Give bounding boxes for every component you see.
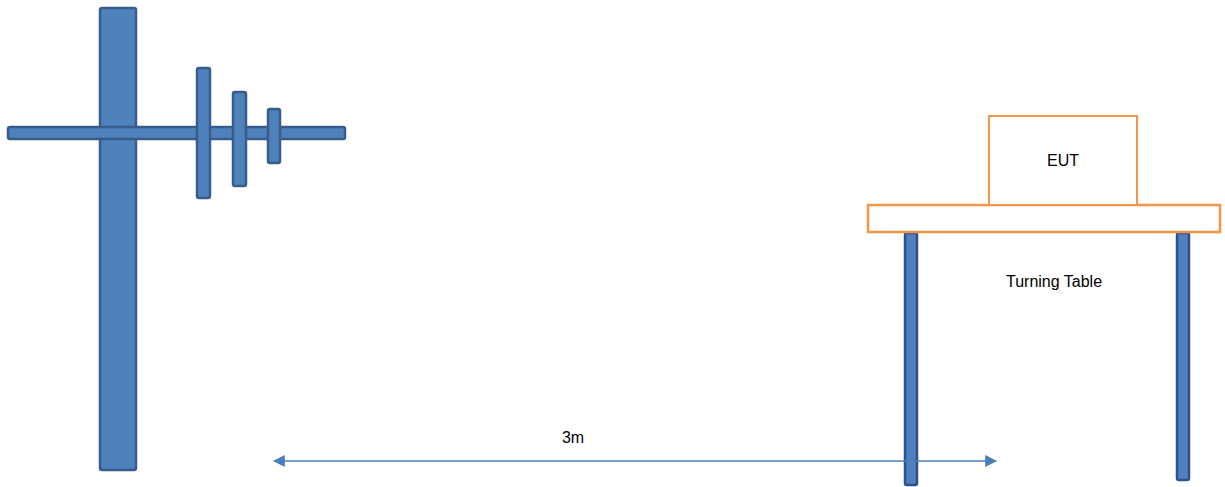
table-leg — [905, 233, 917, 485]
distance-label: 3m — [562, 429, 584, 447]
table-label: Turning Table — [1006, 273, 1102, 291]
antenna-element — [233, 92, 246, 186]
equipment-box: EUT — [988, 115, 1138, 206]
distance-arrow — [274, 460, 996, 462]
node-label: EUT — [1047, 152, 1079, 170]
antenna-element — [197, 68, 210, 198]
antenna-mast — [100, 8, 136, 470]
table-top — [868, 205, 1220, 232]
antenna-boom — [8, 127, 345, 139]
table-leg — [1177, 233, 1189, 480]
antenna-element — [268, 109, 280, 163]
